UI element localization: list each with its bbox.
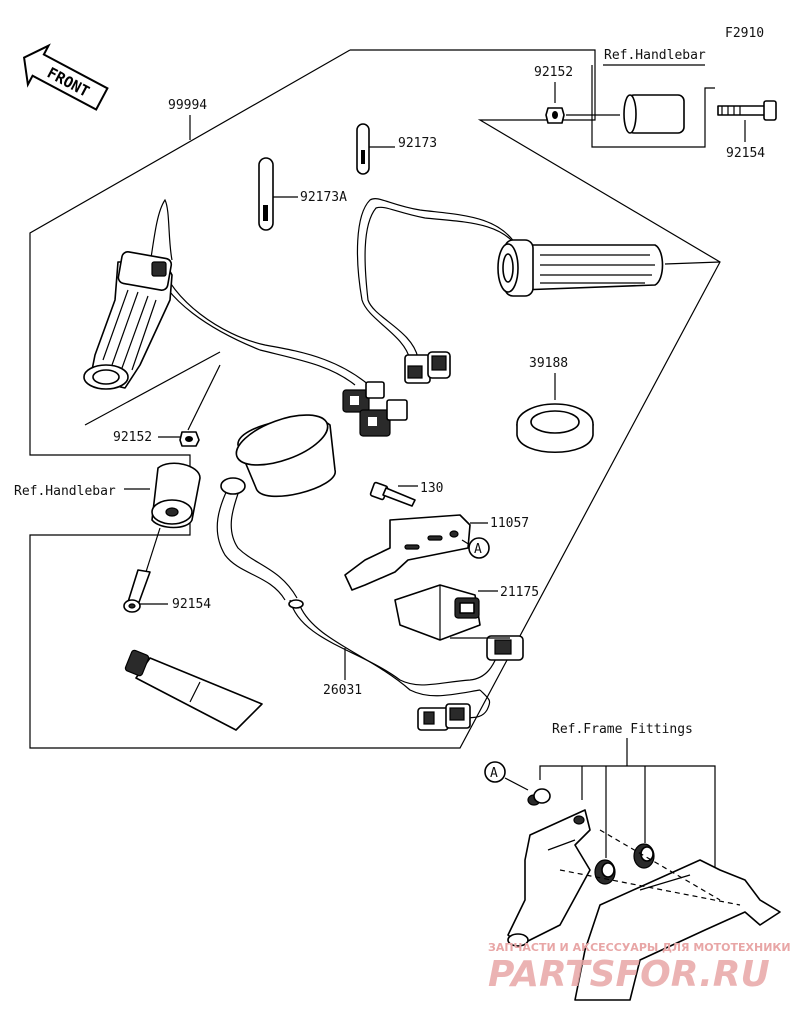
bracket-11057 [344,514,471,591]
callout-a-frame-label: A [490,766,498,781]
harness-cover [235,414,336,498]
grease-tube [124,649,263,731]
label-92154-left: 92154 [172,597,211,612]
label-92152-left: 92152 [113,430,152,445]
figure-code: F2910 [725,26,764,41]
harness-26031 [216,477,501,721]
ref-bracket-top [591,65,715,148]
connector-harness-mid [486,635,524,661]
front-arrow-icon: FRONT [22,43,109,111]
grommet-1 [594,859,616,885]
heated-grip-left [83,198,381,396]
label-92173a: 92173A [300,190,347,205]
handlebar-weight-left [151,462,201,529]
connector-right-grip [404,351,451,384]
seal-39188 [516,403,594,453]
label-92154-top: 92154 [726,146,765,161]
bolt-130 [369,481,416,507]
controller-21175 [394,584,481,641]
grommet-collar [527,788,551,806]
band-92173 [356,123,370,175]
band-92173a [258,157,274,231]
grommet-2 [633,843,655,869]
frame-bracket [507,809,591,947]
ref-handlebar-top: Ref.Handlebar [604,48,706,63]
bolt-92154-left [123,569,151,613]
bolt-92154-top [717,100,777,121]
ref-frame-fittings: Ref.Frame Fittings [552,722,693,737]
frame-ref-bracket [539,765,716,872]
watermark-brand: PARTSFOR.RU [488,954,770,995]
label-92173: 92173 [398,136,437,151]
watermark-tagline: ЗАПЧАСТИ И АКСЕССУАРЫ ДЛЯ МОТОТЕХНИКИ [488,941,791,954]
ref-handlebar-left: Ref.Handlebar [14,484,116,499]
label-99994: 99994 [168,98,207,113]
label-11057: 11057 [490,516,529,531]
callout-a-frame [484,761,506,783]
label-130: 130 [420,481,443,496]
frame-subframe [559,829,781,1001]
label-21175: 21175 [500,585,539,600]
handlebar-weight-top [623,94,685,134]
nut-92152-left [179,431,200,447]
kit-outline [29,49,721,749]
connector-left-grip [342,381,408,437]
nut-92152-top [545,107,565,124]
connector-harness-end [417,703,471,731]
callout-a-kit [468,537,490,559]
heated-grip-right [356,198,721,361]
label-26031: 26031 [323,683,362,698]
label-92152-top: 92152 [534,65,573,80]
label-39188: 39188 [529,356,568,371]
callout-a-kit-label: A [474,542,482,557]
